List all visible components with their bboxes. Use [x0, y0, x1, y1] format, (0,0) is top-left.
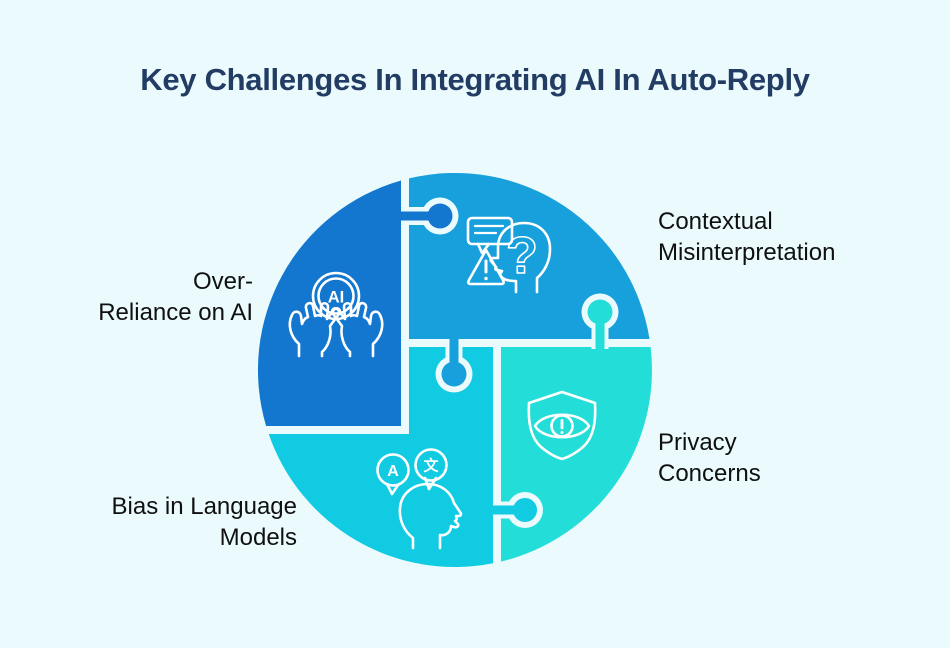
language-bubble-a-tail	[385, 482, 400, 496]
language-bubble-char-tail	[423, 476, 438, 491]
knob-stem	[449, 337, 459, 375]
label-line: Over-	[193, 268, 253, 295]
eye-exclamation-dot	[560, 431, 564, 434]
puzzle-circle-diagram: AI ? A	[257, 172, 652, 567]
shield-outline	[527, 390, 597, 461]
puzzle-piece-over-reliance	[257, 180, 401, 426]
eye-iris-circle	[550, 414, 574, 438]
language-bias-head-icon: A 文	[376, 448, 463, 550]
puzzle-piece-bias	[268, 347, 493, 567]
knob-head	[441, 361, 467, 387]
puzzle-knob-privacy	[581, 293, 619, 351]
puzzle-knob-over-reliance	[398, 197, 459, 235]
label-line: Models	[219, 524, 297, 551]
label-bias-in-language-models: Bias in Language Models	[112, 491, 297, 553]
speech-bubble-lines	[473, 224, 505, 235]
knob-head	[513, 498, 537, 522]
knob-stem	[595, 312, 605, 351]
language-bubble-char	[414, 448, 448, 482]
warning-triangle-icon	[467, 248, 505, 286]
head-profile-right-icon	[398, 482, 463, 550]
puzzle-knob-bias	[491, 492, 543, 528]
puzzle-knob-contextual	[435, 337, 473, 393]
ai-badge-text: AI	[328, 289, 345, 307]
eye-outline	[533, 413, 591, 439]
label-line: Reliance on AI	[98, 299, 253, 326]
label-line: Privacy	[658, 429, 737, 456]
warning-exclamation-dot	[484, 276, 488, 281]
speech-bubble-tail	[476, 242, 491, 255]
knob-stem	[398, 211, 442, 221]
confused-head-question-icon: ?	[466, 216, 552, 294]
label-line: Concerns	[658, 460, 761, 487]
letter-a-text: A	[387, 463, 399, 480]
label-over-reliance: Over- Reliance on AI	[98, 266, 253, 328]
label-privacy-concerns: Privacy Concerns	[658, 427, 761, 489]
language-bubble-a	[376, 453, 410, 487]
knob-head	[587, 299, 613, 325]
hands-holding-ai-icon: AI	[288, 271, 384, 358]
label-contextual-misinterpretation: Contextual Misinterpretation	[658, 206, 835, 268]
shield-eye-alert-icon	[527, 390, 597, 461]
language-character-text: 文	[423, 457, 439, 475]
ai-badge-inner-circle	[317, 277, 355, 315]
knob-stem	[491, 505, 525, 515]
label-line: Bias in Language	[111, 493, 297, 520]
page-title: Key Challenges In Integrating AI In Auto…	[140, 62, 810, 97]
puzzle-piece-privacy	[501, 347, 652, 562]
knob-head	[427, 203, 453, 229]
label-line: Misinterpretation	[658, 239, 836, 266]
label-line: Contextual	[658, 208, 773, 235]
